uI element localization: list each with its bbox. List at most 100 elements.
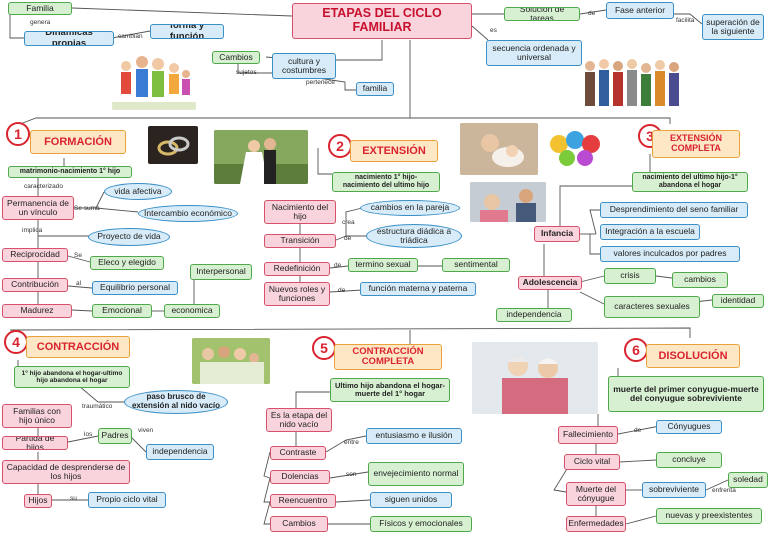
estructura-node: estructura diádica a triádica [366, 224, 462, 248]
wedding-rings-image [148, 126, 198, 164]
entusiasmo-node: entusiasmo e ilusión [366, 428, 462, 444]
transicion-node: Transición [264, 234, 336, 248]
fisicos-node: Físicos y emocionales [370, 516, 472, 532]
label-se: Se [74, 252, 82, 259]
identidad-node: identidad [712, 294, 764, 308]
familias-unico-node: Familias con hijo único [2, 404, 72, 428]
reciprocidad-node: Reciprocidad [2, 248, 68, 262]
redefinicion-node: Redefinición [264, 262, 330, 276]
ext-completa-heading: EXTENSIÓN COMPLETA [652, 130, 740, 158]
baby-image [460, 123, 538, 175]
label-de-ext2: de [334, 262, 342, 269]
painted-hands-image [545, 126, 607, 170]
label-de-top: de [588, 10, 596, 17]
label-crea: crea [342, 219, 355, 226]
stage-number-1: 1 [6, 122, 30, 146]
label-son: son [346, 471, 357, 478]
concluye-node: concluye [656, 452, 722, 468]
infancia-node: Infancia [534, 226, 580, 242]
integracion-node: Integración a la escuela [600, 224, 700, 240]
independencia3-node: independencia [496, 308, 572, 322]
disolucion-heading: DISOLUCIÓN [646, 344, 740, 368]
ultimo-abandona-node: Ultimo hijo abandona el hogar-muerte del… [330, 378, 450, 402]
termino-node: termino sexual [348, 258, 418, 272]
elderly-couple-image [472, 342, 598, 414]
muerte-primer-node: muerte del primer conyugue-muerte del co… [608, 376, 764, 412]
extension-heading: EXTENSIÓN [350, 140, 438, 162]
primer-abandona-node: 1° hijo abandona el hogar-ultimo hijo ab… [14, 366, 130, 388]
ciclo-vital-node: Ciclo vital [564, 454, 620, 470]
sentimental-node: sentimental [442, 258, 510, 272]
desprendimiento-node: Desprendimiento del seno familiar [600, 202, 748, 218]
label-de-ext1: de [344, 235, 352, 242]
label-los: los [84, 431, 93, 438]
vida-afectiva-node: vida afectiva [104, 183, 172, 200]
label-se-suma: Se suma [74, 205, 100, 212]
intercambio-node: Intercambio económico [138, 205, 238, 222]
nac-ultimo2-node: nacimiento del ultimo hijo-1° abandona e… [632, 172, 748, 192]
family-group-image [580, 52, 686, 112]
wedding-couple-image [214, 130, 308, 184]
fallecimiento-node: Fallecimiento [558, 426, 618, 444]
label-genera: genera [30, 19, 51, 26]
solucion-node: Solución de tareas [504, 7, 580, 21]
label-implica: implica [22, 227, 43, 234]
hijos-node: Hijos [24, 494, 52, 508]
contraccion-heading: CONTRACCIÓN [26, 336, 130, 358]
forma-funcion-node: forma y función [150, 24, 224, 39]
superacion-node: superación de la siguiente [702, 14, 764, 40]
dinamicas-node: Dinámicas propias [24, 31, 114, 46]
stage-number-5: 5 [312, 336, 336, 360]
family-outdoor-image [192, 338, 270, 384]
paso-brusco-node: paso brusco de extensión al nido vacío [124, 390, 228, 414]
valores-node: valores inculcados por padres [600, 246, 740, 262]
cambios3-node: cambios [672, 272, 728, 288]
envejecimiento-node: envejecimiento normal [368, 462, 464, 486]
label-es-top: es [490, 27, 497, 34]
permanencia-node: Permanencia de un vínculo [2, 196, 74, 220]
fase-anterior-node: Fase anterior [606, 2, 674, 19]
label-viven: viven [138, 427, 154, 434]
emocional-node: Emocional [92, 304, 152, 318]
stage-number-6: 6 [624, 338, 648, 362]
economica-node: economica [164, 304, 220, 318]
nac-hijo-node: Nacimiento del hijo [264, 200, 336, 224]
contr-completa-heading: CONTRACCIÓN COMPLETA [334, 344, 442, 370]
stage-number-2: 2 [328, 134, 352, 158]
es-etapa-node: Es la etapa del nido vacío [266, 408, 332, 432]
madurez-node: Madurez [2, 304, 72, 318]
crisis-node: crisis [604, 268, 656, 284]
label-su: su [70, 495, 77, 502]
label-de-ext3: de [338, 287, 346, 294]
propio-node: Propio ciclo vital [88, 492, 166, 508]
soledad-node: soledad [728, 472, 768, 488]
label-pertenece: pertenece [306, 79, 335, 86]
cultura-node: cultura y costumbres [272, 53, 336, 79]
nuevas-node: nuevas y preexistentes [656, 508, 762, 524]
contraste-node: Contraste [270, 446, 326, 460]
label-facilita: facilita [676, 17, 695, 24]
label-cambian: cambian [118, 33, 143, 40]
nac-ultimo-node: nacimiento 1° hijo- nacimiento del ultim… [332, 172, 440, 192]
cambios-top-node: Cambios [212, 51, 260, 64]
capacidad-node: Capacidad de desprenderse de los hijos [2, 460, 130, 484]
caracteres-node: caracteres sexuales [604, 296, 700, 318]
secuencia-node: secuencia ordenada y universal [486, 40, 582, 66]
conyugues-node: Cónyugues [656, 420, 722, 434]
familia-mid-node: familia [356, 82, 394, 96]
label-caracterizado: caracterizado [24, 183, 64, 190]
partida-node: Partida de hijos [2, 436, 68, 450]
independencia4-node: independencia [146, 444, 214, 460]
sobreviviente-node: sobreviviente [642, 482, 706, 498]
familia-top-node: Familia [8, 2, 72, 15]
siguen-node: siguen unidos [370, 492, 452, 508]
nuevos-roles-node: Nuevos roles y funciones [264, 282, 330, 306]
adolescencia-node: Adolescencia [518, 276, 582, 290]
cambios-pareja-node: cambios en la pareja [360, 200, 460, 216]
stage-number-4: 4 [4, 330, 28, 354]
reencuentro-node: Reencuentro [270, 494, 336, 508]
label-de-dis: de [634, 427, 642, 434]
funcion-materna-node: función materna y paterna [360, 282, 476, 296]
label-traumatico: traumático [82, 403, 113, 410]
